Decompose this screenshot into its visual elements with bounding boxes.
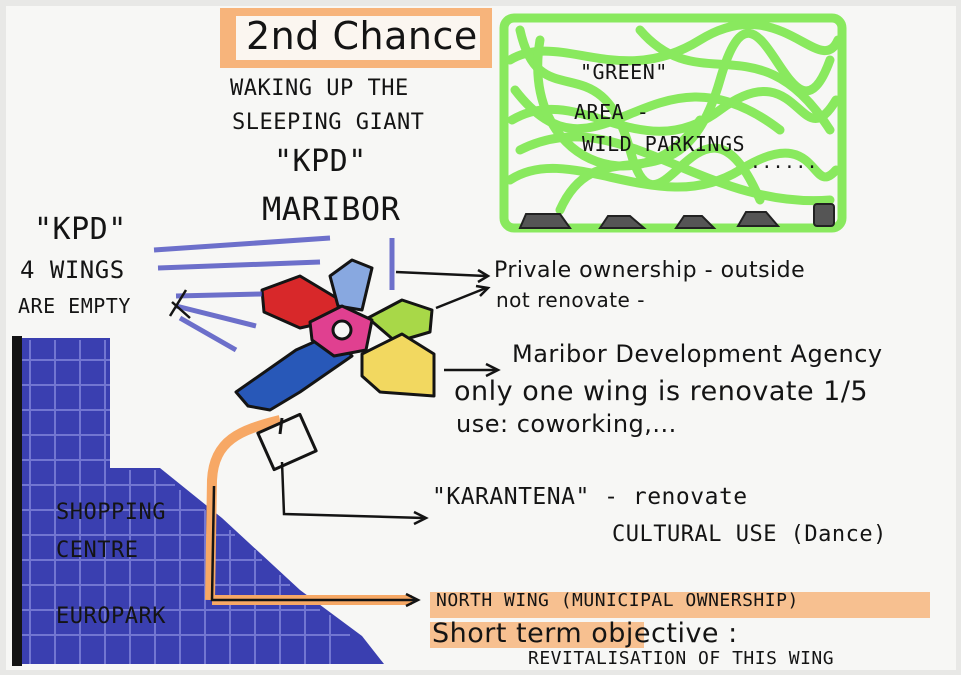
title-highlight-inner: [236, 16, 480, 60]
green-area-line-1: "GREEN": [580, 60, 668, 84]
black-pointer-arrows: [168, 268, 501, 608]
subtitle-line-2: SLEEPING GIANT: [232, 110, 425, 135]
kpd-building-model: [234, 258, 436, 472]
karantena-line-2: CULTURAL USE (Dance): [612, 522, 887, 547]
blue-pointer-arrows: [153, 235, 395, 353]
page-title: 2nd Chance: [246, 14, 478, 58]
green-area-scribble: [499, 13, 847, 233]
north-wing-line-1: NORTH WING (MUNICIPAL OWNERSHIP): [436, 590, 799, 611]
north-wing-line-2: Short term objective :: [432, 618, 738, 649]
subtitle-line-3: "KPD": [274, 144, 367, 179]
shopping-line-1: SHOPPING: [56, 500, 166, 525]
short-term-highlight: [430, 622, 644, 648]
north-wing-line-3: REVITALISATION OF THIS WING: [528, 648, 835, 669]
parked-cars-icon: [518, 203, 835, 229]
north-wing-highlight: [430, 592, 930, 618]
agency-line-3: use: coworking,...: [456, 410, 677, 438]
green-area-line-3: WILD PARKINGS: [582, 132, 746, 156]
shopping-line-3: EUROPARK: [56, 604, 166, 629]
green-area-dots: ......: [750, 152, 819, 173]
kpd-note-line-2: 4 WINGS: [20, 256, 125, 284]
agency-line-2: only one wing is renovate 1/5: [454, 376, 869, 407]
access-route-highlight: [205, 415, 282, 601]
shopping-line-2: CENTRE: [56, 538, 139, 563]
private-ownership-line-1: Privale ownership - outside: [494, 258, 806, 283]
agency-line-1: Maribor Development Agency: [512, 340, 883, 368]
shopping-centre-shape: [12, 336, 384, 666]
private-ownership-line-2: not renovate -: [496, 288, 645, 312]
karantena-line-1: "KARANTENA" - renovate: [432, 484, 748, 510]
green-area-line-2: AREA -: [574, 100, 650, 124]
kpd-note-line-1: "KPD": [34, 212, 127, 247]
subtitle-line-4: MARIBOR: [262, 190, 401, 228]
kpd-note-line-3: ARE EMPTY: [18, 294, 131, 318]
subtitle-line-1: WAKING UP THE: [230, 76, 409, 101]
